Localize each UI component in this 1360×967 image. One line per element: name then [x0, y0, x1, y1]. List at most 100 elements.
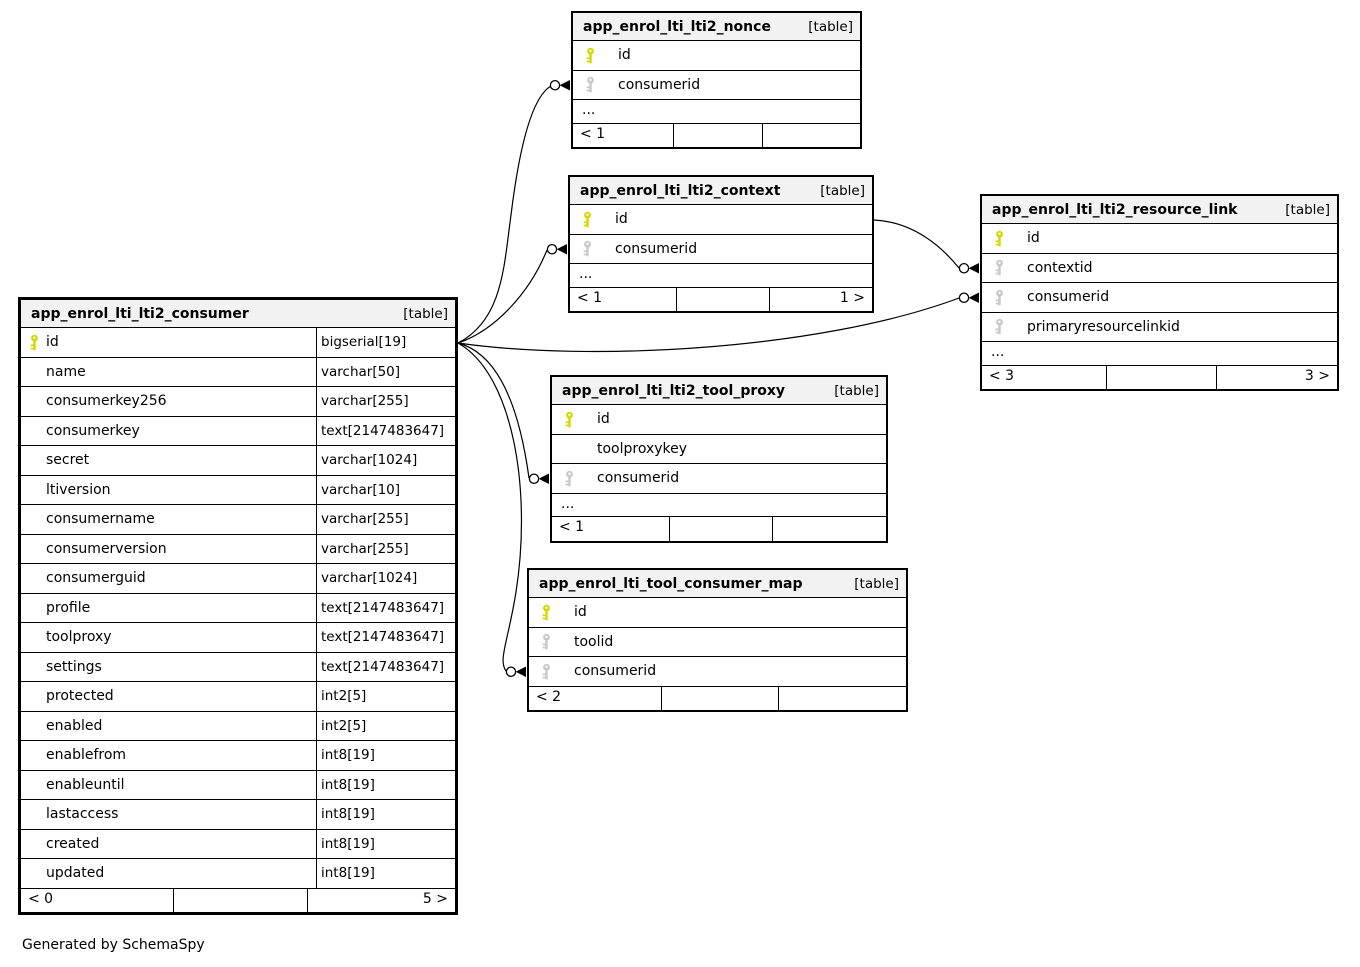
column-type-cell: varchar[1024]: [316, 446, 455, 475]
column-name-cell: consumerkey256: [21, 387, 316, 416]
table-header[interactable]: app_enrol_lti_lti2_tool_proxy [table]: [552, 377, 886, 405]
edge-circle-marker: [528, 473, 540, 484]
column-type: varchar[10]: [321, 481, 401, 498]
column-name-cell: id: [573, 41, 860, 70]
edge-circle-marker: [958, 262, 970, 274]
column-row-primaryresourcelinkid: primaryresourcelinkid: [982, 313, 1337, 342]
column-type: int8[19]: [321, 806, 375, 823]
column-name: consumerid: [1027, 289, 1110, 306]
column-name: primaryresourcelinkid: [1027, 318, 1180, 335]
column-name-cell: consumerid: [552, 464, 886, 493]
column-name: toolproxy: [46, 629, 112, 646]
foreign-key-icon: [529, 633, 574, 650]
edge-circle-marker: [505, 666, 517, 678]
column-name-cell: toolid: [529, 628, 906, 657]
column-name: id: [615, 211, 628, 228]
table-app_enrol_lti_lti2_nonce: app_enrol_lti_lti2_nonce [table] id consume…: [571, 11, 862, 149]
footer-left-count: < 0: [28, 890, 54, 907]
column-name: consumerid: [597, 470, 680, 487]
column-name-cell: enabled: [21, 712, 316, 741]
column-type: int8[19]: [321, 865, 375, 882]
table-header[interactable]: app_enrol_lti_lti2_nonce [table]: [573, 13, 860, 41]
column-type: int8[19]: [321, 747, 375, 764]
column-name-cell: primaryresourcelinkid: [982, 313, 1337, 342]
table-app_enrol_lti_lti2_context: app_enrol_lti_lti2_context[table]id consu…: [568, 175, 874, 313]
table-type-tag: [table]: [854, 575, 899, 592]
edge-crowfoot-marker: [968, 292, 979, 304]
column-name-cell: consumerid: [529, 657, 906, 686]
column-type: varchar[1024]: [321, 452, 418, 469]
column-row-consumerid: consumerid: [573, 71, 860, 100]
column-name: id: [618, 47, 631, 64]
column-type-cell: int8[19]: [316, 770, 455, 799]
edge-circle-marker: [958, 292, 970, 303]
column-type: varchar[1024]: [321, 570, 418, 587]
table-type-tag: [table]: [403, 305, 448, 322]
foreign-key-icon: [573, 76, 618, 93]
column-name: secret: [46, 452, 90, 469]
column-row-toolid: toolid: [529, 628, 906, 657]
column-name: updated: [46, 865, 105, 882]
footer-right-count: [772, 517, 886, 541]
table-name: app_enrol_lti_lti2_tool_proxy: [562, 382, 786, 399]
table-type-tag: [table]: [834, 382, 879, 399]
column-name-cell: secret: [21, 446, 316, 475]
primary-key-icon: [982, 230, 1027, 247]
column-type-cell: text[2147483647]: [316, 652, 455, 681]
column-name-cell: settings: [21, 653, 316, 682]
column-name: toolid: [574, 633, 614, 650]
column-name-cell: consumerguid: [21, 564, 316, 593]
column-type-cell: int2[5]: [316, 682, 455, 711]
column-name-cell: created: [21, 830, 316, 859]
primary-key-icon: [21, 334, 46, 351]
table-header[interactable]: app_enrol_lti_lti2_resource_link[table]: [982, 196, 1337, 224]
table-type-tag: [table]: [820, 182, 865, 199]
edge-crowfoot-marker: [556, 243, 567, 255]
primary-key-icon: [529, 604, 574, 621]
table-type-tag: [table]: [808, 18, 853, 35]
table-name: app_enrol_lti_tool_consumer_map: [539, 575, 803, 592]
edge-crowfoot-marker: [559, 79, 570, 91]
column-type: varchar[255]: [321, 511, 409, 528]
column-name-cell: protected: [21, 682, 316, 711]
column-name-cell: contextid: [982, 254, 1337, 283]
column-name: consumerkey256: [46, 393, 167, 410]
column-row-id: id: [529, 598, 906, 628]
column-row-id: id: [982, 224, 1337, 254]
column-name: id: [597, 411, 610, 428]
footer-middle-cell: [668, 517, 773, 541]
relationship-edge: [457, 342, 523, 672]
column-type: text[2147483647]: [321, 599, 445, 616]
column-type-cell: bigserial[19]: [316, 328, 455, 357]
column-row-toolproxy: toolproxy text[2147483647]: [21, 623, 455, 653]
column-name: enabled: [46, 717, 103, 734]
table-app_enrol_lti_lti2_tool_proxy: app_enrol_lti_lti2_tool_proxy [table] id to…: [550, 375, 888, 543]
foreign-key-icon: [982, 259, 1027, 276]
column-name-cell: toolproxykey: [552, 435, 886, 464]
column-type: text[2147483647]: [321, 629, 445, 646]
column-row-profile: profile text[2147483647]: [21, 593, 455, 623]
column-row-updated: updated int8[19]: [21, 859, 455, 889]
column-type-cell: text[2147483647]: [316, 623, 455, 652]
column-row-consumerid: consumerid: [570, 235, 872, 264]
column-name: profile: [46, 599, 91, 616]
column-type-cell: varchar[50]: [316, 357, 455, 386]
table-header[interactable]: app_enrol_lti_lti2_consumer[table]: [21, 300, 455, 328]
table-name: app_enrol_lti_lti2_nonce: [583, 18, 771, 35]
table-header[interactable]: app_enrol_lti_tool_consumer_map [table]: [529, 570, 906, 598]
table-header[interactable]: app_enrol_lti_lti2_context[table]: [570, 177, 872, 205]
hidden-columns-ellipsis: ...: [573, 100, 860, 124]
column-name: contextid: [1027, 259, 1093, 276]
column-name: consumerguid: [46, 570, 146, 587]
